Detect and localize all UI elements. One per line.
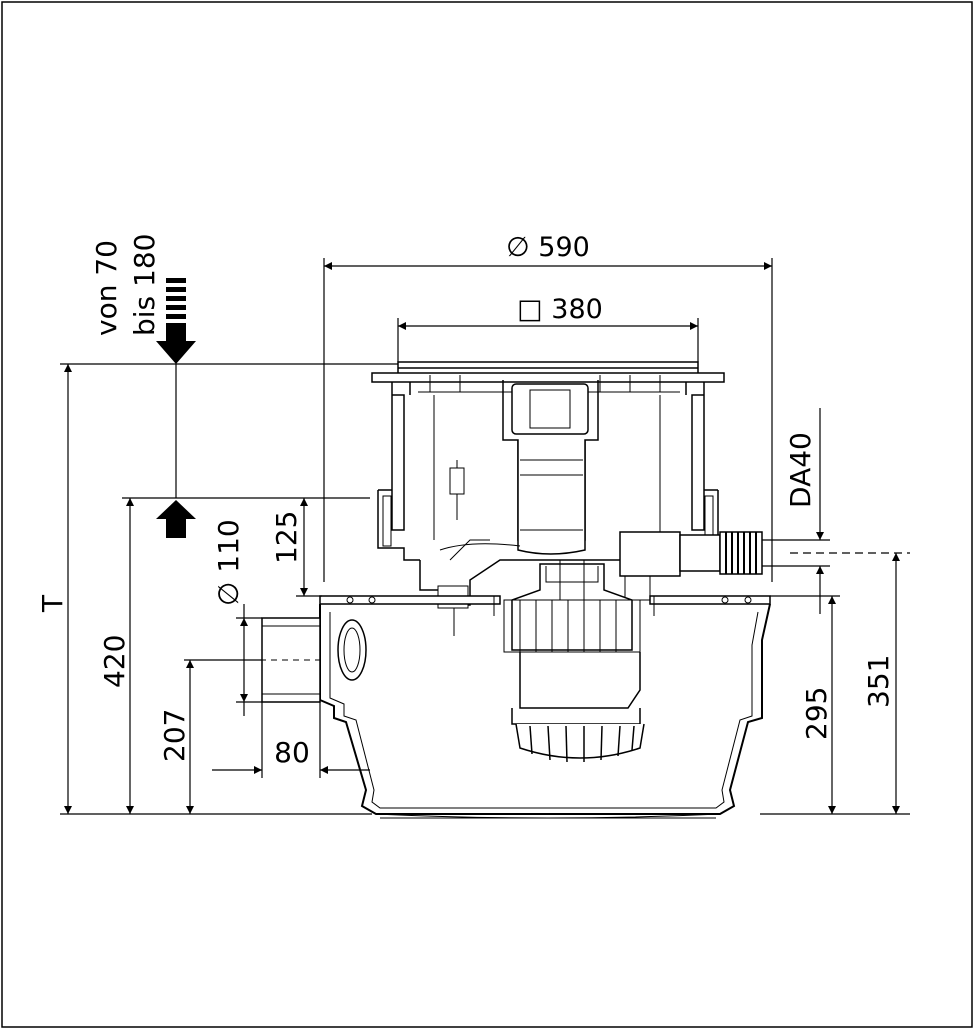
dimension-lines	[60, 258, 910, 815]
range-arrows	[156, 278, 196, 538]
label-dim-T: T	[36, 594, 69, 613]
label-dim-295: 295	[800, 687, 833, 740]
arrow-up-icon	[156, 500, 196, 519]
arrow-down-icon	[156, 341, 196, 364]
arrow-stack-bar	[166, 314, 186, 319]
label-range-von: von 70	[90, 240, 123, 336]
label-square-380: □ 380	[517, 294, 603, 325]
pump-device	[260, 361, 771, 819]
arrow-stack-bar	[166, 296, 186, 301]
label-outlet-DA40: DA40	[784, 432, 817, 508]
label-range-bis: bis 180	[128, 234, 161, 336]
label-dim-125: 125	[270, 511, 303, 564]
label-diameter-110: ∅ 110	[212, 519, 245, 606]
label-diameter-590: ∅ 590	[506, 232, 590, 263]
label-dim-420: 420	[98, 635, 131, 688]
arrow-stack-bar	[166, 278, 186, 283]
label-dim-351: 351	[862, 655, 895, 708]
label-dim-207: 207	[158, 709, 191, 762]
arrow-stack-bar	[166, 323, 186, 341]
arrow-stack-bar	[166, 305, 186, 310]
arrow-stack-bar	[166, 287, 186, 292]
label-dim-80: 80	[274, 736, 310, 769]
